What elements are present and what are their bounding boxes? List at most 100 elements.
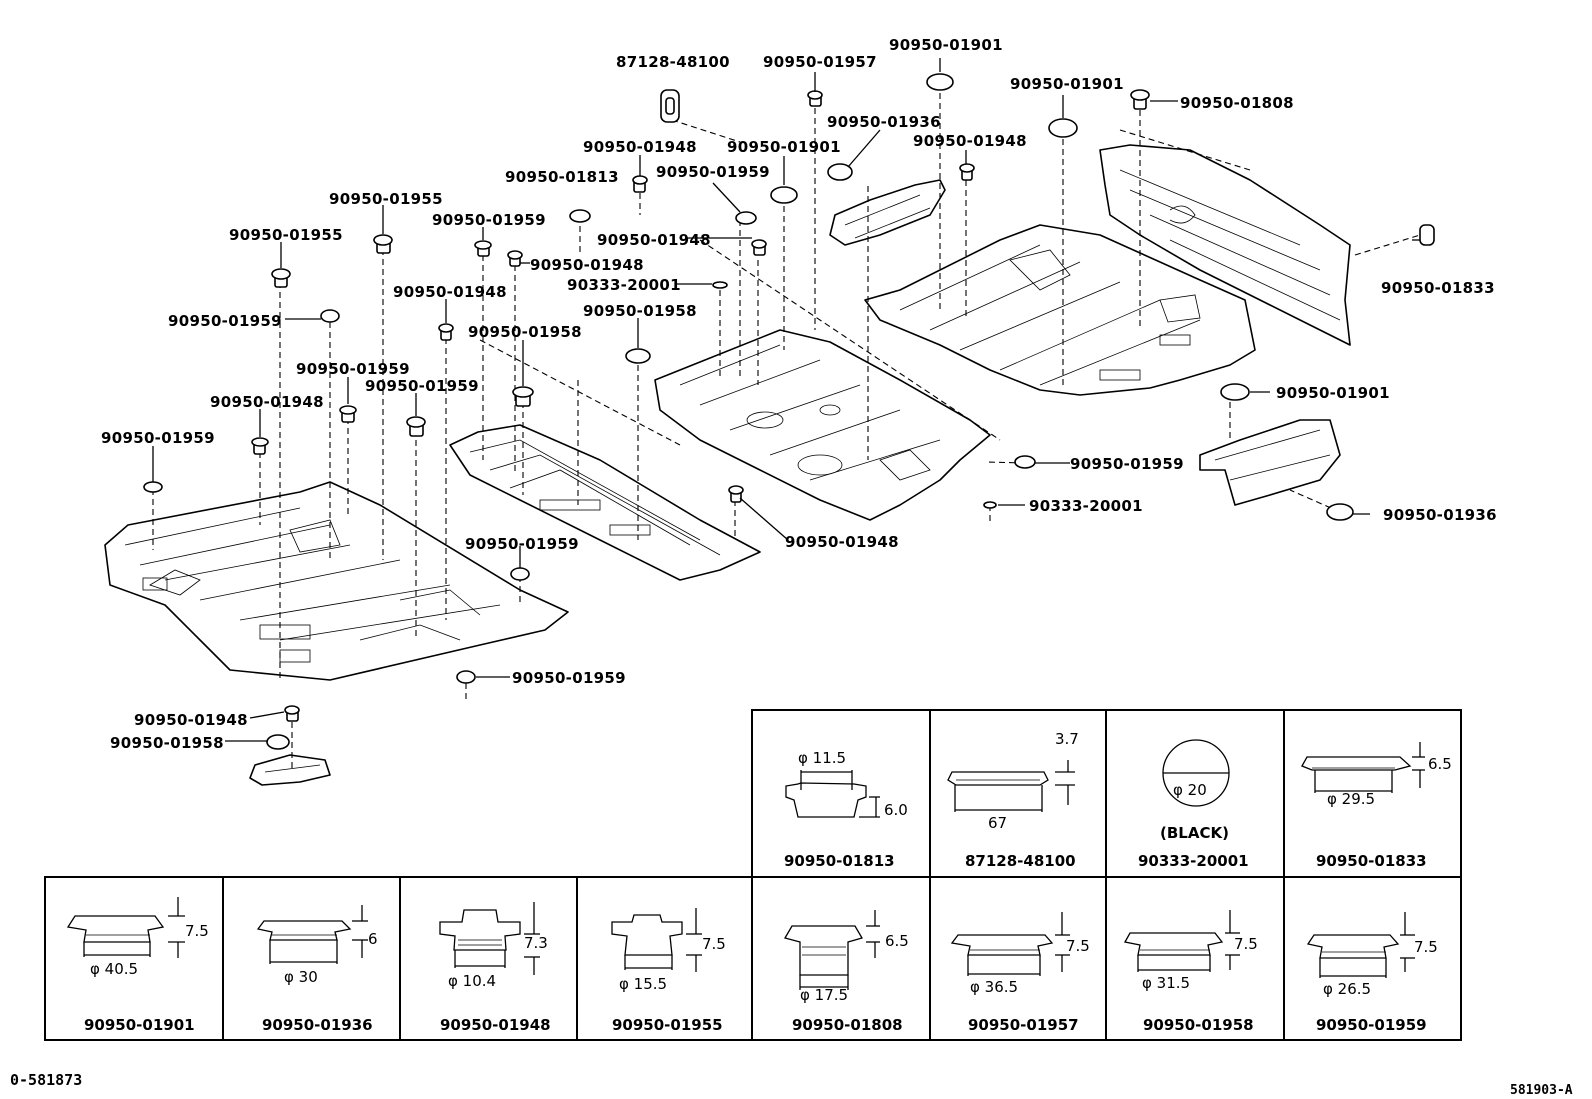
spec-cell-90333-20001: φ 20 (BLACK) 90333-20001: [1138, 739, 1249, 870]
rear-panel: [1099, 144, 1351, 346]
spec-cell-90950-01948: 7.3 φ 10.4 90950-01948: [439, 902, 551, 1034]
callout-label: 90950-01959: [656, 163, 770, 181]
callout-label: 90950-01948: [597, 231, 711, 249]
clip-icon: [406, 416, 426, 437]
dimension-label: φ 15.5: [619, 975, 667, 993]
grommet-icon: [1220, 383, 1250, 401]
callout-label: 90950-01948: [530, 256, 644, 274]
part-number-caption: 90950-01833: [1316, 852, 1427, 870]
spec-cell-90950-01955: 7.5 φ 15.5 90950-01955: [611, 908, 726, 1034]
dimension-label: 7.5: [1234, 935, 1258, 953]
grommet-icon: [926, 73, 954, 91]
callout-label: 90950-01959: [432, 211, 546, 229]
spec-cell-90950-01901: 7.5 φ 40.5 90950-01901: [66, 897, 209, 1034]
callout-label: 90950-01808: [1180, 94, 1294, 112]
callout-label: 90950-01948: [134, 711, 248, 729]
clip-icon: [474, 240, 492, 257]
part-number-caption: 90950-01901: [84, 1016, 195, 1034]
floor-panel-center: [654, 329, 991, 521]
dimension-label: 7.5: [702, 935, 726, 953]
callout-label: 90950-01959: [1070, 455, 1184, 473]
part-number-caption: 90950-01808: [792, 1016, 903, 1034]
grommet-icon: [827, 163, 853, 181]
clip-icon: [507, 250, 523, 267]
black-plug-icon: [712, 281, 728, 289]
callout-label: 90950-01959: [512, 669, 626, 687]
dimension-label: φ 26.5: [1323, 980, 1371, 998]
part-number-caption: 87128-48100: [965, 852, 1076, 870]
spec-table-bottom: 7.5 φ 40.5 90950-01901 6 φ 30 90950-0193…: [44, 876, 1462, 1041]
grommet-icon: [456, 670, 476, 684]
dimension-label: 7.5: [1414, 938, 1438, 956]
grommet-icon: [625, 348, 651, 364]
dimension-label: φ 17.5: [800, 986, 848, 1004]
pad-small: [249, 754, 331, 786]
black-plug-icon: [983, 501, 997, 509]
clip-icon: [728, 485, 744, 503]
clip-icon: [339, 405, 357, 423]
grommet-icon: [1326, 503, 1354, 521]
dimension-label: φ 30: [284, 968, 318, 986]
clamp-icon: [660, 89, 680, 123]
clip-icon: [959, 163, 975, 181]
floor-panel-front-left: [104, 481, 569, 681]
callout-label: 90950-01955: [229, 226, 343, 244]
grommet-icon: [1048, 118, 1078, 138]
dimension-label: 67: [988, 814, 1007, 832]
floor-panel-center-tunnel: [449, 424, 761, 581]
dimension-label: φ 36.5: [970, 978, 1018, 996]
callout-label: 90950-01958: [110, 734, 224, 752]
callout-label: 90950-01958: [468, 323, 582, 341]
grommet-icon: [143, 481, 163, 493]
callout-label: 90950-01936: [1383, 506, 1497, 524]
bracket-lower-right: [1199, 419, 1341, 506]
callout-label: 90950-01936: [827, 113, 941, 131]
dimension-label: 7.5: [185, 922, 209, 940]
dimension-label: 3.7: [1055, 730, 1079, 748]
callout-label: 90950-01959: [296, 360, 410, 378]
grommet-icon: [266, 734, 290, 750]
clip-icon: [512, 386, 534, 407]
grommet-icon: [770, 186, 798, 204]
dimension-label: φ 11.5: [798, 749, 846, 767]
callout-label: 90950-01955: [329, 190, 443, 208]
callout-label: 90950-01959: [365, 377, 479, 395]
callout-label: 90950-01948: [913, 132, 1027, 150]
floor-panel-rear: [864, 224, 1256, 396]
clip-icon: [251, 437, 269, 455]
clip-icon: [632, 175, 648, 193]
clip-icon: [807, 90, 823, 107]
part-number-caption: 90950-01959: [1316, 1016, 1427, 1034]
part-number-caption: 90950-01936: [262, 1016, 373, 1034]
footer-reference-left: 0-581873: [10, 1071, 82, 1089]
spec-cell-90950-01813: φ 11.5 6.0 90950-01813: [784, 749, 908, 870]
callout-label: 90950-01813: [505, 168, 619, 186]
spec-cell-90950-01959: 7.5 φ 26.5 90950-01959: [1306, 912, 1438, 1034]
side-plug-icon: [1419, 224, 1435, 246]
callout-labels: 87128-48100 90950-01957 90950-01901 9095…: [101, 36, 1497, 752]
callout-label: 90950-01957: [763, 53, 877, 71]
callout-label: 90333-20001: [567, 276, 681, 294]
clip-icon: [1130, 89, 1150, 110]
grommet-icon: [510, 567, 530, 581]
note-label: (BLACK): [1160, 824, 1229, 842]
callout-label: 87128-48100: [616, 53, 730, 71]
callout-label: 90950-01901: [1276, 384, 1390, 402]
callout-label: 90950-01901: [1010, 75, 1124, 93]
callout-label: 90950-01959: [101, 429, 215, 447]
callout-label: 90950-01948: [583, 138, 697, 156]
spec-table-top: φ 11.5 6.0 90950-01813 3.7 67 87128-4810…: [751, 709, 1462, 878]
dimension-label: φ 31.5: [1142, 974, 1190, 992]
dimension-label: φ 29.5: [1327, 790, 1375, 808]
grommet-icon: [1014, 455, 1036, 469]
part-number-caption: 90950-01958: [1143, 1016, 1254, 1034]
dimension-label: 7.5: [1066, 937, 1090, 955]
clip-icon: [373, 234, 393, 254]
plug-icons: [143, 73, 1435, 750]
callout-label: 90950-01901: [889, 36, 1003, 54]
callout-label: 90950-01948: [785, 533, 899, 551]
spec-cell-90950-01936: 6 φ 30 90950-01936: [256, 905, 378, 1034]
grommet-icon: [320, 309, 340, 323]
spec-cell-90950-01808: 6.5 φ 17.5 90950-01808: [784, 910, 909, 1034]
